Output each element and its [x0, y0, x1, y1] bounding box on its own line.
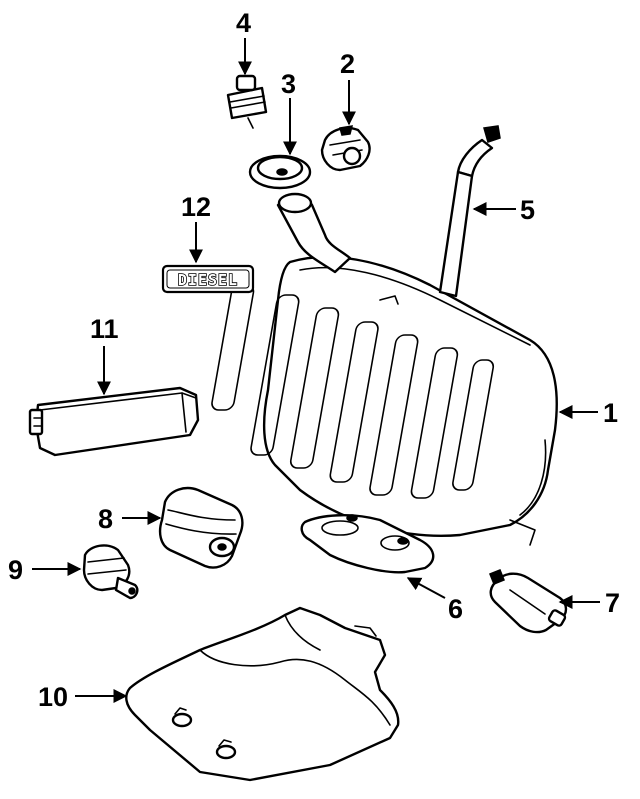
callout-5: 5	[520, 195, 535, 225]
callout-2: 2	[340, 49, 355, 79]
callout-10: 10	[38, 682, 68, 712]
vent-valve	[226, 74, 268, 129]
callout-6: 6	[448, 594, 463, 624]
callout-3: 3	[281, 69, 296, 99]
fuel-cap	[320, 125, 371, 172]
fuel-tank	[211, 255, 558, 546]
tank-shield	[125, 606, 400, 782]
callout-11: 11	[90, 314, 119, 344]
callout-8: 8	[98, 504, 113, 534]
diesel-badge: DIESEL	[161, 264, 255, 294]
filler-grommet	[248, 154, 312, 190]
callout-7: 7	[605, 588, 620, 618]
check-valve	[82, 544, 139, 600]
leader-lines	[32, 38, 600, 703]
diesel-badge-text: DIESEL	[178, 271, 238, 289]
vapor-canister	[28, 386, 200, 457]
callout-1: 1	[603, 398, 618, 428]
callout-labels: 1 2 3 4 5 6 7 8 9 10 11 12	[8, 8, 620, 712]
fuel-filter	[158, 486, 244, 569]
fuel-pump	[489, 569, 568, 634]
sending-unit	[300, 514, 435, 574]
vent-hose	[438, 125, 501, 298]
callout-4: 4	[236, 8, 251, 38]
filler-neck	[276, 192, 352, 274]
callout-9: 9	[8, 555, 23, 585]
callout-12: 12	[181, 192, 211, 222]
leader-6	[406, 577, 446, 599]
